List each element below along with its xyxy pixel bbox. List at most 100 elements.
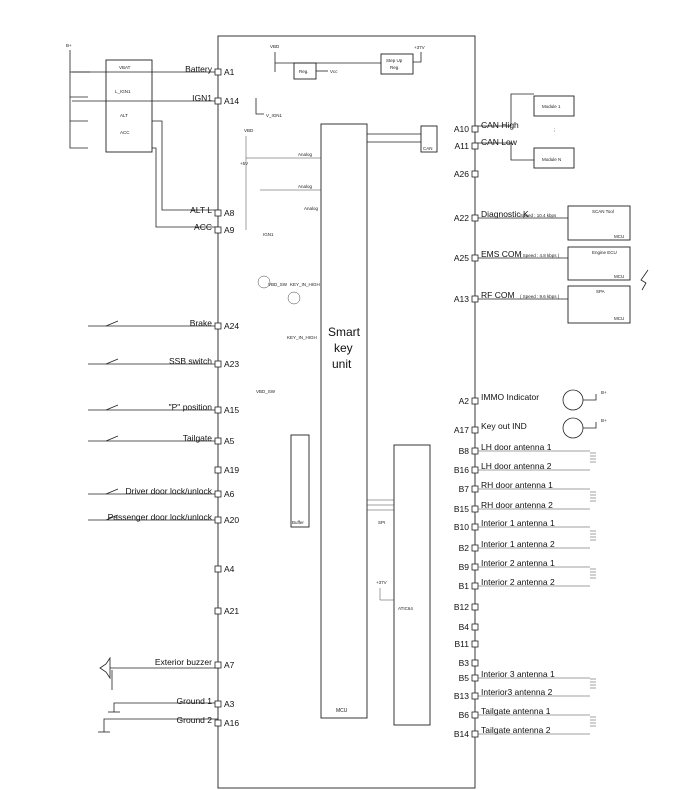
key-in-high-label: KEY_IN_HIGH bbox=[290, 282, 320, 287]
left-pin-a21: A21 bbox=[214, 606, 239, 616]
pin-name: Battery bbox=[185, 64, 213, 74]
bplus-immo-label: B+ bbox=[601, 390, 607, 395]
key-in-high-brake: KEY_IN_HIGH bbox=[287, 335, 317, 340]
pin-name: Interior 2 antenna 2 bbox=[481, 577, 555, 587]
pin-id: B15 bbox=[454, 504, 469, 514]
pin-box bbox=[214, 607, 222, 615]
pin-box bbox=[214, 360, 222, 368]
pin-id: A21 bbox=[224, 606, 239, 616]
pin-id: B5 bbox=[459, 673, 470, 683]
pin-id: B10 bbox=[454, 522, 469, 532]
pin-id: A23 bbox=[224, 359, 239, 369]
module-n-box bbox=[533, 147, 575, 169]
pin-speed: ( Speed : 4.8 kbps ) bbox=[520, 253, 560, 258]
pin-id: A16 bbox=[224, 718, 239, 728]
pin-box bbox=[471, 170, 479, 178]
pin-name: Tailgate antenna 1 bbox=[481, 706, 551, 716]
analog-label-1: Analog bbox=[298, 152, 313, 157]
module-1-box bbox=[533, 95, 575, 117]
right-pin-b3: B3 bbox=[459, 658, 479, 668]
pin-name: RF COM bbox=[481, 290, 515, 300]
pin-name: ACC bbox=[194, 222, 212, 232]
pin-name: CAN High bbox=[481, 120, 519, 130]
pin-id: B16 bbox=[454, 465, 469, 475]
scan-tool-label: SCAN Tool bbox=[592, 209, 614, 214]
vcc-label: Vcc bbox=[330, 69, 338, 74]
pin-box bbox=[471, 603, 479, 611]
pin-id: A3 bbox=[224, 699, 235, 709]
rf-antenna-icon bbox=[640, 269, 649, 291]
left-pin-a23: A23 SSB switch bbox=[88, 356, 239, 369]
pin-id: B3 bbox=[459, 658, 470, 668]
right-pin-a26: A26 bbox=[454, 169, 479, 179]
pin-name: ALT L bbox=[190, 205, 212, 215]
pin-id: A2 bbox=[459, 396, 470, 406]
left-pin-a9: A9 ACC bbox=[194, 222, 235, 235]
pin-id: A17 bbox=[454, 425, 469, 435]
pin-name: Interior 2 antenna 1 bbox=[481, 558, 555, 568]
pin-box bbox=[214, 322, 222, 330]
pin-name: Diagnostic K bbox=[481, 209, 529, 219]
pin-box bbox=[471, 447, 479, 455]
pin-box bbox=[471, 692, 479, 700]
pin-box bbox=[471, 485, 479, 493]
mcu-label: MCU bbox=[336, 708, 348, 714]
pin-name: Tailgate antenna 2 bbox=[481, 725, 551, 735]
can-label: CAN bbox=[423, 146, 433, 151]
pin-box bbox=[214, 466, 222, 474]
plus37v-top-label: +37V bbox=[414, 45, 425, 50]
pin-box bbox=[214, 565, 222, 573]
pin-name: Interior3 antenna 2 bbox=[481, 687, 553, 697]
pin-box bbox=[214, 516, 222, 524]
pin-id: A9 bbox=[224, 225, 235, 235]
analog-label-3: Analog bbox=[304, 206, 319, 211]
pin-id: A8 bbox=[224, 208, 235, 218]
pin-id: A19 bbox=[224, 465, 239, 475]
pin-name: EMS COM bbox=[481, 249, 522, 259]
pin-name: RH door antenna 1 bbox=[481, 480, 553, 490]
buffer-box bbox=[290, 434, 310, 528]
pin-box bbox=[471, 623, 479, 631]
module-1-label: Module 1 bbox=[542, 104, 561, 109]
plus37v-atic-label: +37V bbox=[376, 580, 387, 585]
pin-name: SSB switch bbox=[169, 356, 212, 366]
plus5v-label: +5V bbox=[240, 161, 248, 166]
scan-tool-box bbox=[567, 205, 631, 241]
pin-box bbox=[471, 142, 479, 150]
atic64-box bbox=[393, 444, 431, 726]
acc-label: ACC bbox=[120, 130, 130, 135]
left-pin-a4: A4 bbox=[214, 564, 235, 574]
pin-box bbox=[471, 563, 479, 571]
engine-ecu-label: Engine ECU bbox=[592, 250, 617, 255]
pin-id: B6 bbox=[459, 710, 470, 720]
modules-dots: ⋮ bbox=[552, 128, 557, 133]
pin-box bbox=[471, 659, 479, 667]
buzzer-icon bbox=[99, 656, 111, 680]
relay-block-box bbox=[105, 59, 153, 153]
pin-box bbox=[471, 640, 479, 648]
engine-ecu-mcu: MCU bbox=[614, 274, 624, 279]
pin-name: Ground 2 bbox=[177, 715, 213, 725]
pin-box bbox=[471, 505, 479, 513]
pin-box bbox=[471, 523, 479, 531]
alt-label: ALT bbox=[120, 113, 128, 118]
pin-id: A6 bbox=[224, 489, 235, 499]
pin-speed: Speed : 10.4 kbps bbox=[520, 213, 557, 218]
pin-id: A4 bbox=[224, 564, 235, 574]
mcu-box bbox=[320, 123, 368, 719]
pin-box bbox=[471, 674, 479, 682]
pin-id: A13 bbox=[454, 294, 469, 304]
